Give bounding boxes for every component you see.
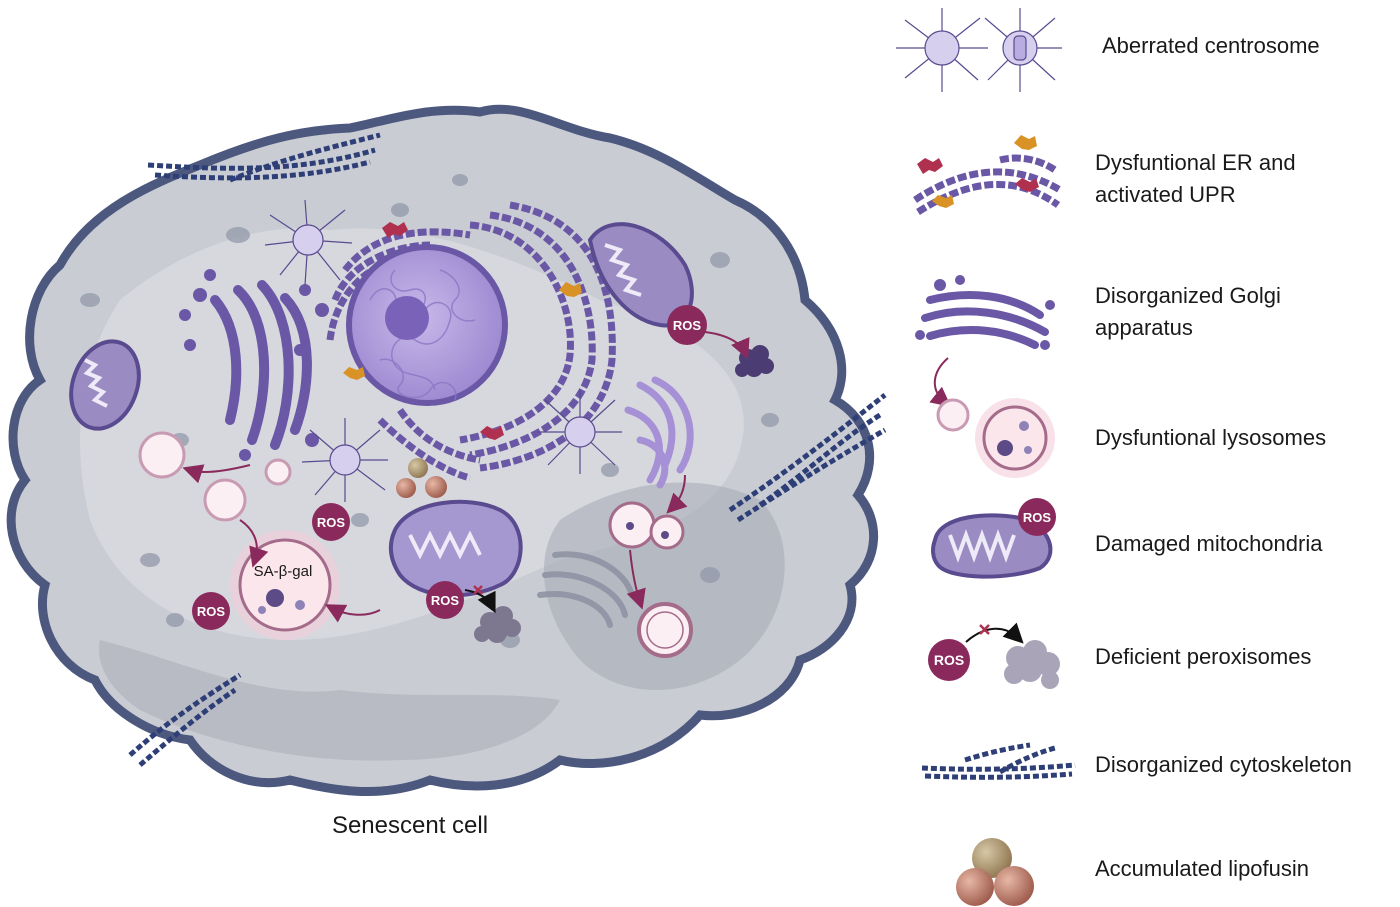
- mitochondria-icon: ROS: [931, 498, 1056, 579]
- er-upr-icon: [913, 135, 1062, 215]
- lysosome-right-pair: [608, 501, 685, 550]
- sa-beta-gal-label: SA-β-gal: [254, 563, 313, 580]
- cytoplasm-dark-band: [543, 482, 785, 690]
- ros-badge-left: ROS: [192, 592, 230, 630]
- ros-badge-center: ROS: [426, 581, 464, 619]
- cell-caption: Senescent cell: [331, 812, 489, 839]
- legend-ros-label: ROS: [934, 652, 964, 668]
- legend-label-centrosome: Aberrated centrosome: [1102, 33, 1320, 58]
- nucleus-with-er: [326, 201, 616, 482]
- centrosome-mid: [301, 418, 388, 502]
- legend-label-peroxisome: Deficient peroxisomes: [1095, 644, 1312, 669]
- ros-badge-mid: ROS: [312, 503, 350, 541]
- lysosome-sa-beta-gal: [230, 530, 340, 640]
- upr-markers: [343, 222, 582, 440]
- cytoskeleton-icon: [921, 742, 1076, 780]
- mitochondrion-left: [69, 339, 141, 431]
- ros-badge-top-right: ROS: [667, 305, 707, 345]
- peroxisome-cluster-center: [474, 606, 521, 643]
- cytoskeleton-strands: [128, 132, 887, 767]
- lysosome-bottom-right: [637, 602, 693, 658]
- cytoplasm-dark-band-2: [99, 640, 561, 761]
- centrosome-right: [538, 390, 622, 474]
- legend-label-mitochondria: Damaged mitochondria: [1095, 531, 1323, 556]
- blocked-arrow: [464, 585, 496, 614]
- legend-label-golgi: Disorganized Golgi apparatus: [1095, 283, 1281, 340]
- legend-icons: ROS ROS: [896, 8, 1076, 906]
- vesicles-left: [138, 431, 292, 522]
- ros-label: ROS: [431, 593, 460, 608]
- centrosome-top: [264, 199, 353, 286]
- mitochondrion-center: [388, 499, 523, 598]
- golgi-icon: [915, 275, 1055, 350]
- nucleolus: [385, 296, 429, 340]
- golgi-right: [624, 376, 694, 489]
- legend-label-lipofusin: Accumulated lipofusin: [1095, 856, 1310, 881]
- golgi-lower-right: [537, 551, 635, 628]
- ros-label: ROS: [317, 515, 346, 530]
- ros-label: ROS: [197, 604, 226, 619]
- legend-label-er-upr: Dysfuntional ER and activated UPR: [1095, 150, 1296, 207]
- process-arrows: [182, 331, 750, 623]
- golgi-left: [179, 269, 329, 461]
- lysosome-icon: [929, 357, 1055, 478]
- lipofusin-in-cell: [396, 458, 447, 498]
- peroxisome-icon: ROS: [928, 622, 1060, 689]
- centrosome-icon: [896, 8, 1062, 92]
- legend-ros-label: ROS: [1023, 510, 1052, 525]
- ros-label: ROS: [673, 318, 702, 333]
- er-sheets: [326, 201, 616, 482]
- legend-label-lysosome: Dysfuntional lysosomes: [1095, 425, 1327, 450]
- lipofusin-icon: [956, 838, 1034, 906]
- legend-label-cytoskeleton: Disorganized cytoskeleton: [1095, 752, 1352, 777]
